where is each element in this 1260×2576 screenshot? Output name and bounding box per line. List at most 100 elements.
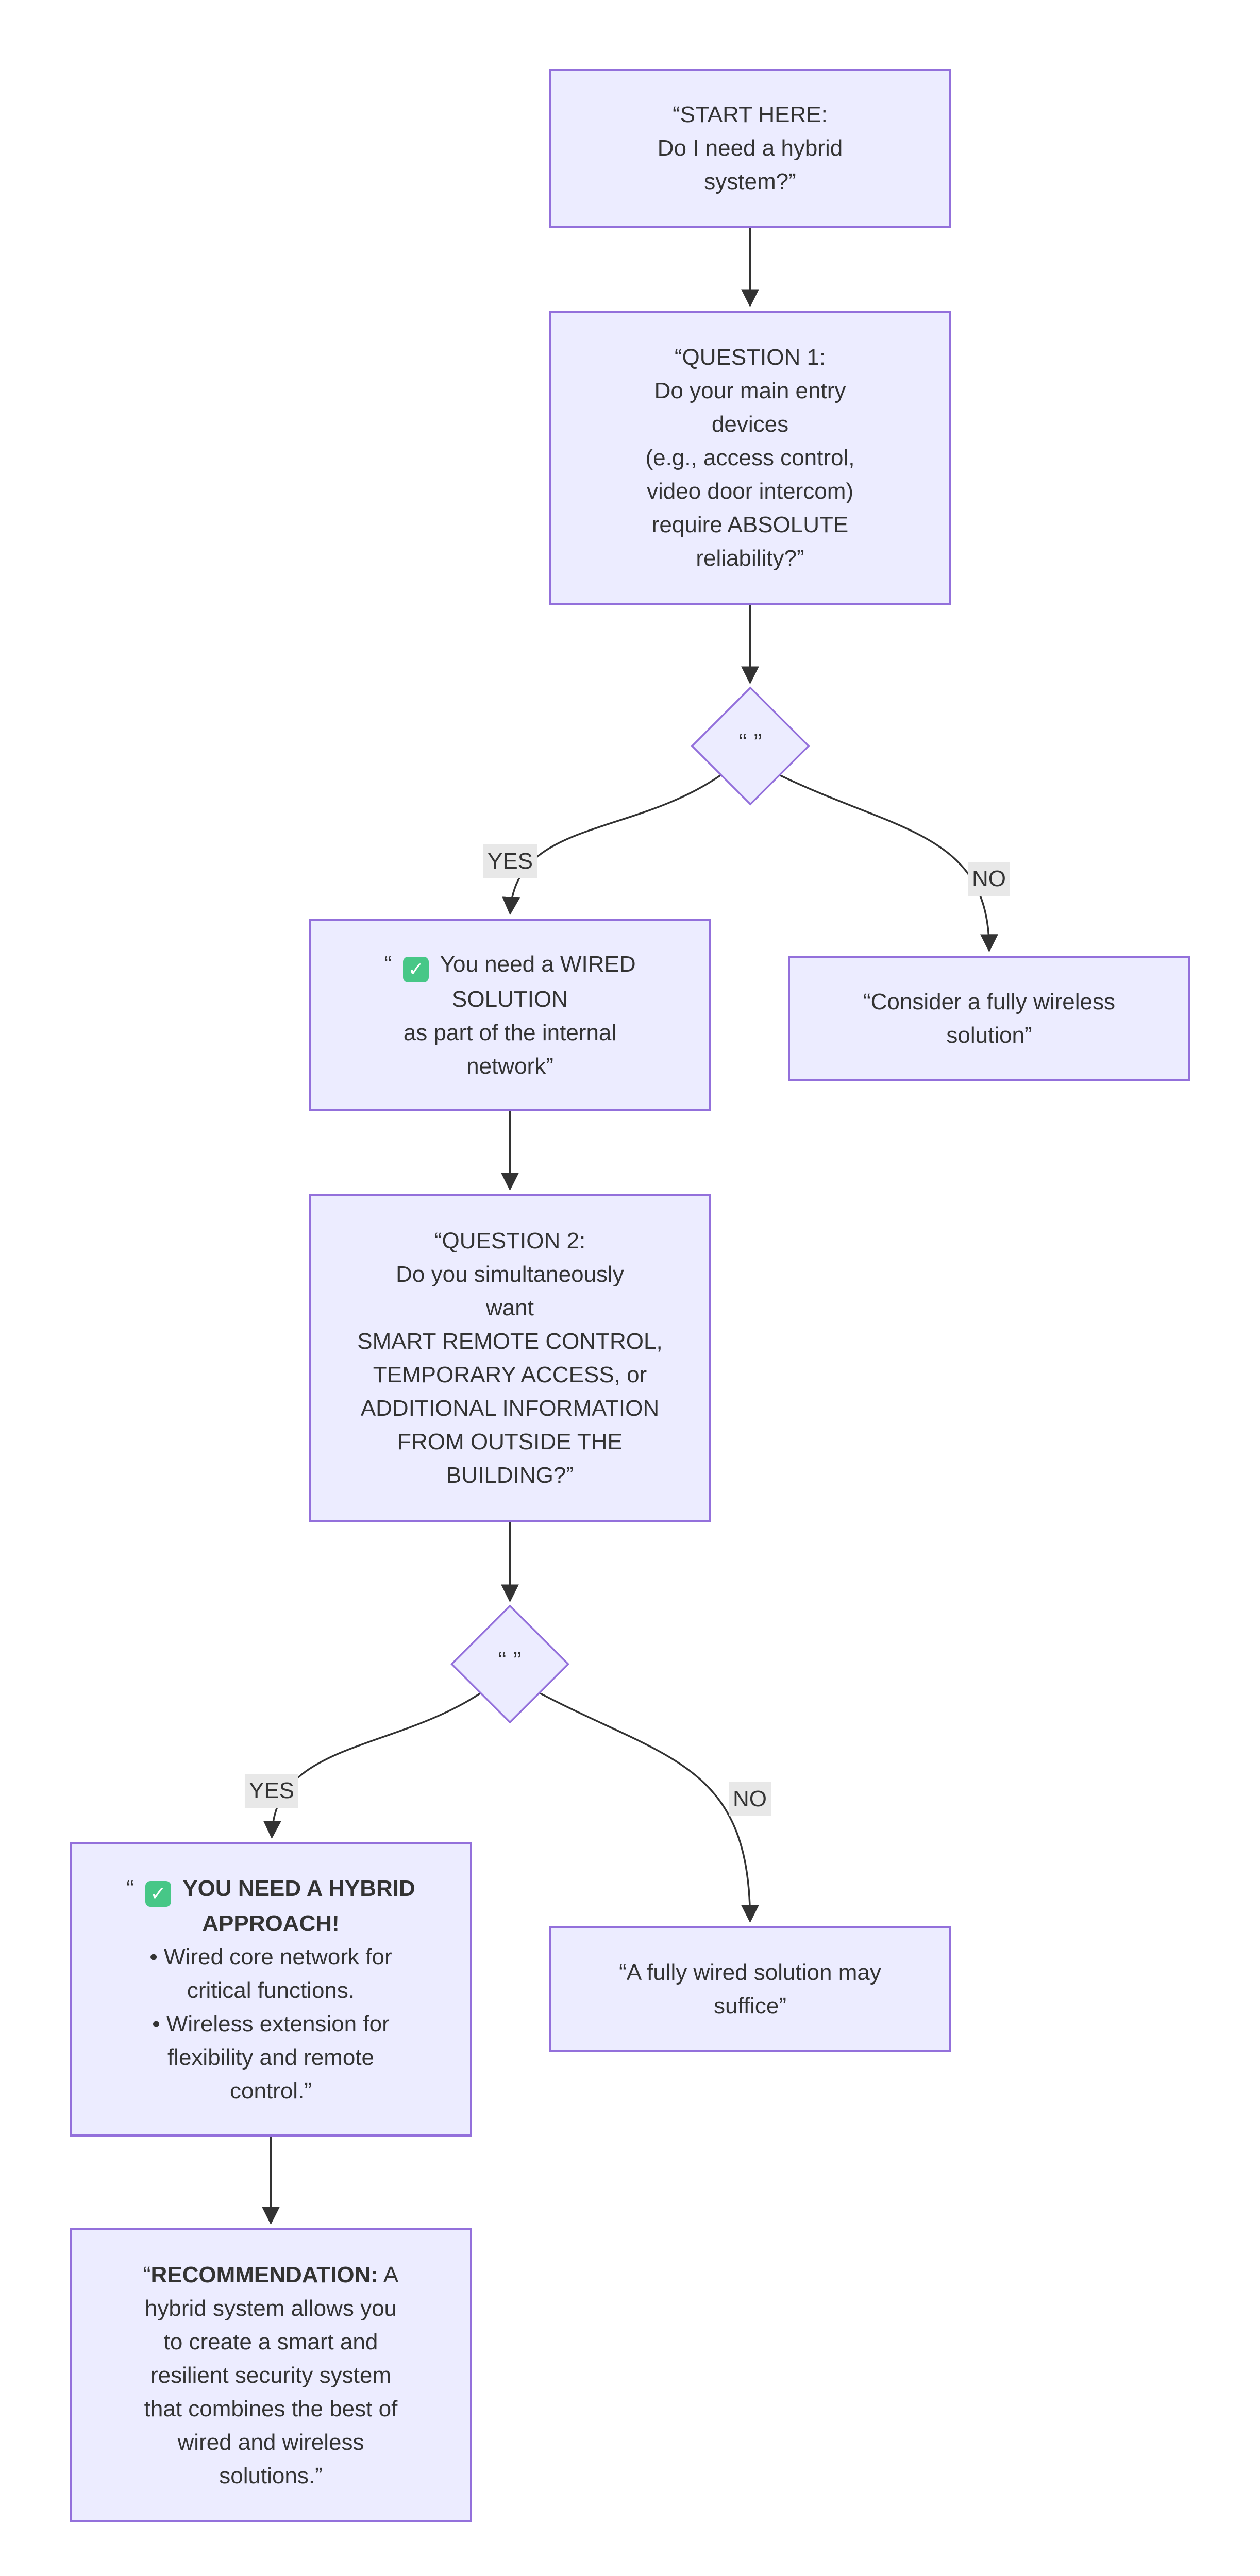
node-text: as part of the internal xyxy=(403,1020,617,1045)
node-text: A xyxy=(378,2262,399,2287)
node-text-line: SOLUTION xyxy=(452,982,568,1016)
node-text: TEMPORARY ACCESS, or xyxy=(373,1362,647,1387)
node-text-line: network” xyxy=(466,1049,553,1083)
edge-label-no-1: NO xyxy=(968,862,1010,896)
node-wireless-solution: “Consider a fully wireless solution” xyxy=(788,956,1190,1081)
node-text-line: “Consider a fully wireless xyxy=(863,985,1115,1019)
node-text: that combines the best of xyxy=(144,2396,398,2421)
node-wired-solution: “ ✓ You need a WIRED SOLUTION as part of t… xyxy=(309,919,711,1111)
edge-label-yes-2: YES xyxy=(244,1774,299,1808)
node-text-line: to create a smart and xyxy=(164,2325,378,2359)
node-text-line: flexibility and remote xyxy=(167,2041,374,2074)
node-text-line: require ABSOLUTE xyxy=(652,508,849,541)
node-text: want xyxy=(486,1295,534,1320)
node-text: network” xyxy=(466,1053,553,1079)
node-text: solutions.” xyxy=(219,2463,323,2488)
node-text-bold: RECOMMENDATION: xyxy=(150,2262,379,2287)
node-text xyxy=(176,1876,182,1901)
node-text-line: “QUESTION 2: xyxy=(434,1224,585,1258)
node-text: You need a WIRED xyxy=(434,951,636,977)
node-text: video door intercom) xyxy=(646,479,854,504)
node-text: system?” xyxy=(704,169,796,194)
node-text-line: Do your main entry xyxy=(654,374,846,408)
node-text: BUILDING?” xyxy=(446,1463,574,1488)
node-text: “START HERE: xyxy=(673,102,828,127)
node-wired-suffice: “A fully wired solution may suffice” xyxy=(549,1926,951,2052)
node-text-line: solutions.” xyxy=(219,2459,323,2493)
node-text: “QUESTION 1: xyxy=(674,345,826,370)
node-text-line: critical functions. xyxy=(187,1974,355,2007)
node-text-line: ADDITIONAL INFORMATION xyxy=(361,1392,659,1425)
node-text: reliability?” xyxy=(696,546,804,571)
node-text: ADDITIONAL INFORMATION xyxy=(360,1396,660,1421)
edge-label-yes-1: YES xyxy=(483,844,537,878)
node-text-line: “ ✓ You need a WIRED xyxy=(384,947,636,982)
node-text: SOLUTION xyxy=(452,986,568,1012)
node-text-line: want xyxy=(486,1291,534,1325)
decision-2-diamond xyxy=(450,1604,569,1724)
node-text: resilient security system xyxy=(150,2363,391,2388)
node-text: to create a smart and xyxy=(163,2329,378,2354)
node-text-line: BUILDING?” xyxy=(446,1459,574,1492)
edge-label-no-2: NO xyxy=(729,1782,771,1816)
node-text-line: “A fully wired solution may xyxy=(619,1956,881,1989)
node-text: wired and wireless xyxy=(177,2430,364,2455)
check-emoji-icon: ✓ xyxy=(403,956,429,982)
node-text: “A fully wired solution may xyxy=(619,1960,881,1985)
node-text: Do I need a hybrid xyxy=(657,135,843,161)
node-text: flexibility and remote xyxy=(167,2044,375,2070)
node-text: “ xyxy=(143,2262,151,2287)
node-text-bold: YOU NEED A HYBRID xyxy=(182,1875,415,1901)
node-text: solution” xyxy=(946,1023,1032,1048)
node-text: critical functions. xyxy=(187,1977,355,2003)
node-text-line: “ ✓ YOU NEED A HYBRID xyxy=(126,1872,415,1907)
node-text-line: wired and wireless xyxy=(178,2426,364,2459)
node-text-line: suffice” xyxy=(714,1989,786,2023)
node-text-line: solution” xyxy=(946,1019,1032,1052)
node-text: FROM OUTSIDE THE xyxy=(397,1429,623,1454)
node-text-line: “QUESTION 1: xyxy=(675,341,826,374)
node-text: hybrid system allows you xyxy=(144,2296,397,2321)
node-text: • Wireless extension for xyxy=(152,2011,390,2037)
node-text-line: TEMPORARY ACCESS, or xyxy=(373,1358,647,1392)
node-text-line: control.” xyxy=(230,2074,312,2108)
node-text-line: “START HERE: xyxy=(673,98,828,131)
node-text-line: hybrid system allows you xyxy=(145,2292,397,2325)
node-text-line: (e.g., access control, xyxy=(646,441,855,474)
node-text: “ xyxy=(126,1875,141,1901)
check-emoji-icon: ✓ xyxy=(145,1880,172,1907)
node-text-line: Do you simultaneously xyxy=(396,1258,624,1291)
node-text-line: video door intercom) xyxy=(647,474,853,508)
node-text: suffice” xyxy=(713,1993,787,2019)
node-text-line: APPROACH! xyxy=(202,1907,339,1940)
node-text: Do your main entry xyxy=(654,378,846,403)
decision-2-label: “ ” xyxy=(498,1647,522,1675)
node-start: “START HERE: Do I need a hybrid system?” xyxy=(549,69,951,228)
node-text: require ABSOLUTE xyxy=(651,512,849,537)
node-text-line: that combines the best of xyxy=(144,2392,398,2426)
edge-decision2-no xyxy=(537,1691,759,1923)
node-text: SMART REMOTE CONTROL, xyxy=(357,1329,663,1354)
node-text: “Consider a fully wireless xyxy=(863,989,1116,1014)
node-text: “ xyxy=(384,951,398,977)
edge-decision1-yes xyxy=(502,773,724,916)
node-text-line: system?” xyxy=(704,165,796,198)
node-text-line: as part of the internal xyxy=(404,1016,616,1049)
node-hybrid-approach: “ ✓ YOU NEED A HYBRID APPROACH! • Wired co… xyxy=(70,1842,472,2137)
node-text: “QUESTION 2: xyxy=(434,1228,586,1253)
edge-decision2-yes xyxy=(263,1691,483,1839)
decision-1-diamond xyxy=(691,686,810,806)
node-text-line: reliability?” xyxy=(696,541,804,575)
node-text-bold: APPROACH! xyxy=(202,1910,340,1936)
node-text-line: • Wired core network for xyxy=(149,1940,392,1974)
node-text: control.” xyxy=(230,2078,312,2104)
node-text-line: “RECOMMENDATION: A xyxy=(143,2258,398,2292)
node-text-line: FROM OUTSIDE THE xyxy=(397,1425,623,1459)
node-text: • Wired core network for xyxy=(149,1944,392,1970)
node-text: (e.g., access control, xyxy=(645,445,855,470)
